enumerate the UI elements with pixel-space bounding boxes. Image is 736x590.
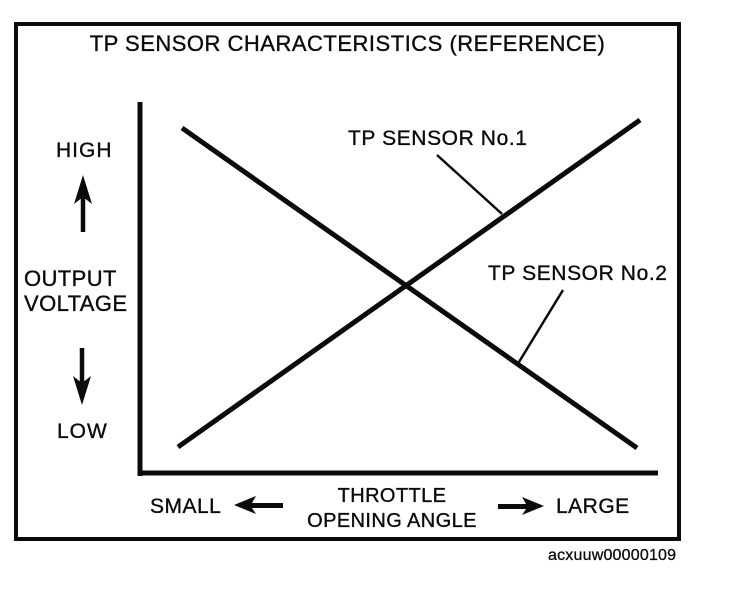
y-axis-title-line1: OUTPUT — [24, 266, 117, 291]
y-axis-high-label: HIGH — [56, 139, 113, 162]
series-label-sensor1: TP SENSOR No.1 — [348, 127, 528, 150]
sensor2-leader-line — [517, 289, 565, 363]
down-arrow-icon — [73, 348, 91, 405]
y-axis-title: OUTPUT VOLTAGE — [24, 266, 127, 316]
right-arrow-icon — [498, 497, 544, 515]
x-axis-title-line2: OPENING ANGLE — [307, 510, 477, 532]
y-axis-low-label: LOW — [57, 420, 108, 443]
series-label-sensor2: TP SENSOR No.2 — [488, 262, 668, 285]
left-arrow-icon — [234, 496, 283, 514]
x-axis-title-line1: THROTTLE — [337, 485, 447, 507]
sensor1-line — [176, 117, 642, 450]
x-axis-small-label: SMALL — [150, 495, 222, 518]
sensor2-line — [180, 125, 639, 451]
figure-code: acxuuw00000109 — [548, 547, 677, 564]
x-axis-large-label: LARGE — [556, 495, 630, 518]
figure-frame — [14, 22, 681, 541]
x-axis-title: THROTTLE OPENING ANGLE — [282, 484, 502, 534]
up-arrow-icon — [74, 175, 92, 232]
y-axis-title-line2: VOLTAGE — [24, 291, 128, 316]
chart-title: TP SENSOR CHARACTERISTICS (REFERENCE) — [89, 31, 606, 56]
sensor1-leader-line — [436, 154, 503, 215]
